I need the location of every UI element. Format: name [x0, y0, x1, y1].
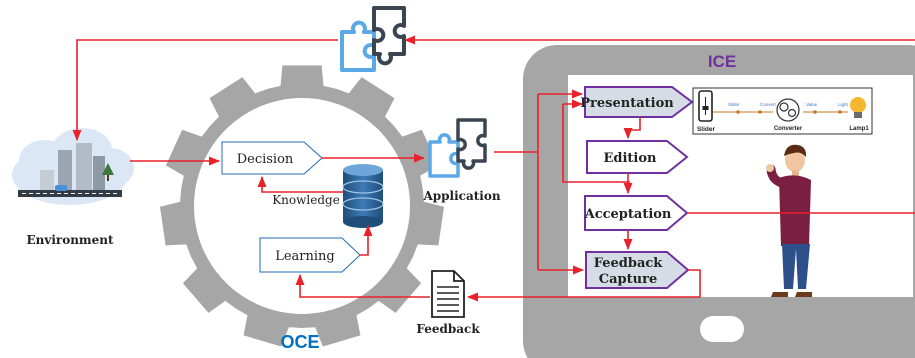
converter-label: Converter — [774, 126, 803, 132]
person-figure — [766, 144, 812, 297]
arrow-knowledge-to-decision — [257, 175, 343, 193]
acceptation-step: Acceptation — [584, 195, 689, 231]
flow-arrows — [72, 35, 915, 302]
lamp-label: Lamp1 — [849, 126, 869, 132]
learning-step: Learning — [259, 237, 361, 273]
presentation-step: Presentation — [580, 86, 694, 118]
feedback-capture-step: Feedback Capture — [585, 251, 690, 289]
decision-step: Decision — [221, 141, 323, 175]
feedback-capture-label-2: Capture — [599, 272, 657, 287]
arrow-capture-to-feedback — [466, 269, 701, 302]
port-lamp-label: Light — [838, 102, 849, 107]
arrow-puzzle-to-environment — [72, 39, 338, 142]
assembly-preview: Slider Slider Convert Value Light Conver… — [692, 87, 873, 135]
puzzle-icon-top — [340, 6, 406, 72]
oce-title: OCE — [280, 332, 319, 352]
arrow-inner-loop — [562, 104, 630, 183]
knowledge-label: Knowledge — [272, 193, 340, 207]
edition-label: Edition — [603, 151, 657, 166]
learning-label: Learning — [275, 249, 335, 264]
environment-cloud-icon — [12, 128, 134, 205]
port-slider-label: Slider — [728, 102, 740, 107]
document-icon — [431, 270, 465, 318]
puzzle-icon-application — [428, 118, 487, 178]
arrow-learning-to-database — [360, 224, 373, 256]
feedback-capture-label-1: Feedback — [594, 256, 664, 271]
acceptation-label: Acceptation — [584, 207, 672, 222]
ice-title: ICE — [708, 52, 736, 71]
arrow-presentation-to-edition — [623, 117, 641, 140]
port-convout-label: Value — [806, 102, 818, 107]
slider-label: Slider — [697, 126, 716, 133]
presentation-label: Presentation — [580, 96, 674, 111]
converter-icon — [776, 98, 800, 122]
database-icon — [342, 164, 384, 228]
application-label: Application — [422, 189, 500, 203]
port-convin-label: Convert — [760, 102, 777, 107]
edition-step: Edition — [586, 140, 689, 174]
decision-label: Decision — [237, 152, 294, 167]
tablet-home-button — [700, 316, 744, 342]
feedback-label: Feedback — [416, 322, 480, 336]
lamp-icon — [850, 97, 866, 118]
environment-label: Environment — [26, 233, 114, 247]
arrow-feedback-to-learning — [295, 273, 430, 298]
